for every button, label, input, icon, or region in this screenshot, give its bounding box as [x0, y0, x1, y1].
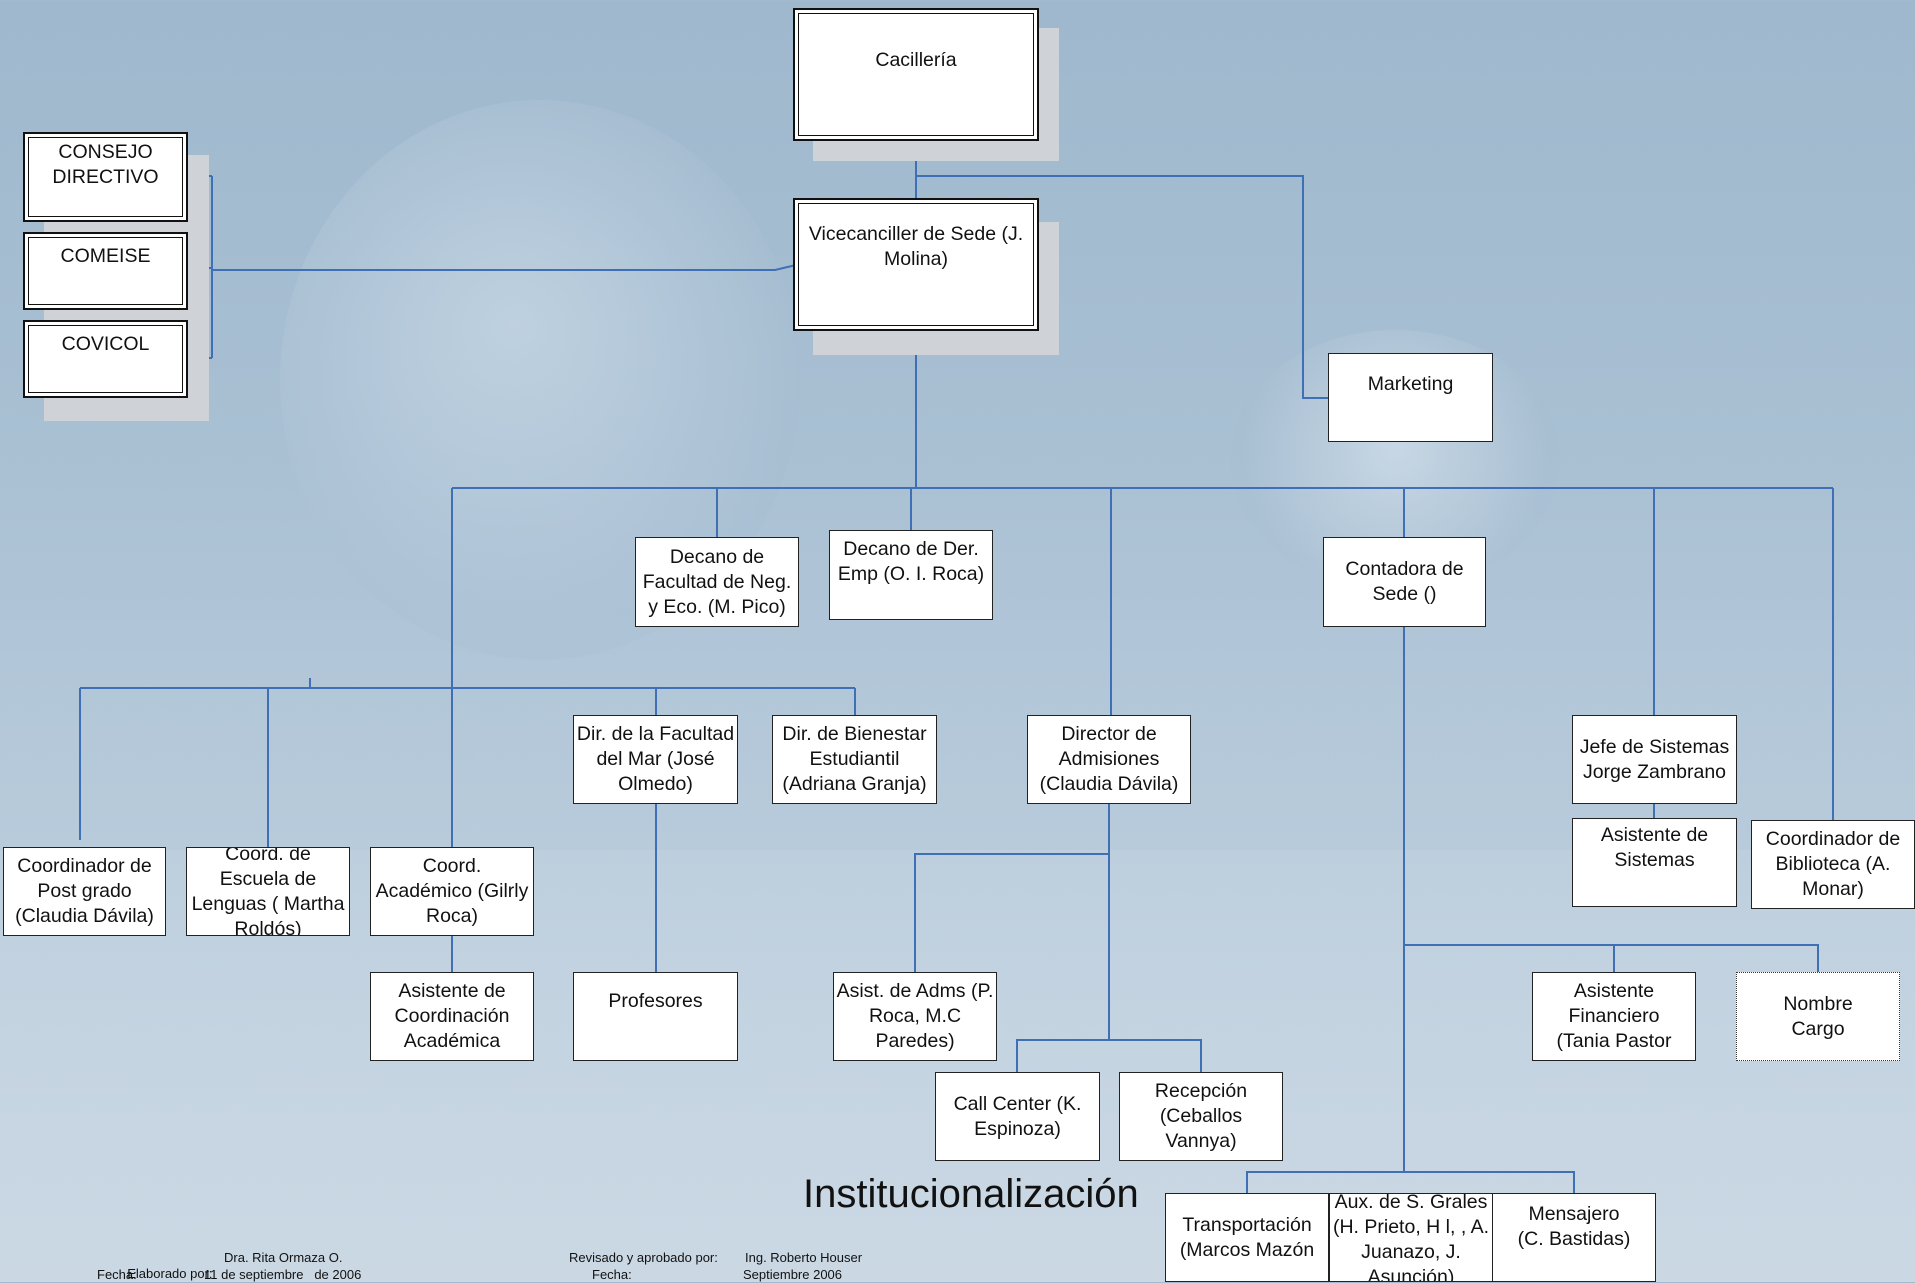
node-recepcion: Recepción (Ceballos Vannya) [1119, 1072, 1283, 1161]
node-marketing: Marketing [1328, 353, 1493, 442]
node-dir-mar: Dir. de la Facultad del Mar (José Olmedo… [573, 715, 738, 804]
node-vicecanciller: Vicecanciller de Sede (J. Molina) [793, 198, 1039, 331]
footer-fecha2-value: Septiembre 2006 [743, 1267, 843, 1282]
node-coord-postgrado: Coordinador de Post grado (Claudia Dávil… [3, 847, 166, 936]
node-nombre-cargo-label: Nombre Cargo [1783, 992, 1853, 1040]
node-nombre-cargo: Nombre Cargo [1736, 972, 1900, 1061]
node-recepcion-label: Recepción (Ceballos Vannya) [1154, 1080, 1248, 1152]
node-coord-lenguas-label: Coord. de Escuela de Lenguas ( Martha Ro… [191, 847, 345, 936]
node-decano-der-label: Decano de Der. Emp (O. I. Roca) [837, 538, 985, 585]
node-decano-neg-label: Decano de Facultad de Neg. y Eco. (M. Pi… [642, 545, 792, 618]
node-asist-coord-academica: Asistente de Coordinación Académica [370, 972, 534, 1061]
node-asist-adms: Asist. de Adms (P. Roca, M.C Paredes) [833, 972, 997, 1061]
node-consejo-directivo: CONSEJO DIRECTIVO [23, 132, 188, 222]
footer-fecha1-value: 11 de septiembre de 2006 [204, 1267, 362, 1282]
node-aux-grales-label: Aux. de S. Grales (H. Prieto, H l, , A. … [1332, 1193, 1490, 1282]
footer-fecha2-label: Fecha: [592, 1267, 632, 1282]
node-cacilleria: Cacillería [793, 8, 1039, 141]
footer-revisado-label: Revisado y aprobado por: [569, 1250, 718, 1265]
node-aux-grales: Aux. de S. Grales (H. Prieto, H l, , A. … [1329, 1193, 1493, 1282]
node-call-center-label: Call Center (K. Espinoza) [953, 1092, 1082, 1140]
node-marketing-label: Marketing [1367, 373, 1454, 395]
node-asist-financiero-label: Asistente Financiero (Tania Pastor [1556, 980, 1672, 1052]
node-covicol-label: COVICOL [61, 333, 150, 355]
footer-elaborado: Elaborado por: [120, 1250, 213, 1282]
node-dir-admisiones-label: Director de Admisiones (Claudia Dávila) [1039, 723, 1179, 795]
node-decano-neg: Decano de Facultad de Neg. y Eco. (M. Pi… [635, 537, 799, 627]
node-jefe-sistemas-label: Jefe de Sistemas Jorge Zambrano [1579, 735, 1730, 783]
node-asistente-sistemas-label: Asistente de Sistemas [1600, 824, 1709, 871]
footer-fecha1-label: Fecha: [97, 1267, 137, 1282]
footer-elaborado-value: Dra. Rita Ormaza O. [224, 1250, 343, 1265]
node-asist-coord-academica-label: Asistente de Coordinación Académica [394, 980, 510, 1052]
footer-revisado-value: Ing. Roberto Houser [745, 1250, 863, 1265]
node-contadora-label: Contadora de Sede () [1345, 558, 1464, 605]
node-vicecanciller-label: Vicecanciller de Sede (J. Molina) [808, 223, 1024, 270]
node-asist-financiero: Asistente Financiero (Tania Pastor [1532, 972, 1696, 1061]
node-coord-academico-label: Coord. Académico (Gilrly Roca) [375, 855, 529, 927]
node-covicol: COVICOL [23, 320, 188, 398]
node-coord-biblioteca: Coordinador de Biblioteca (A. Monar) [1751, 820, 1915, 909]
node-contadora: Contadora de Sede () [1323, 537, 1486, 627]
node-dir-bienestar: Dir. de Bienestar Estudiantil (Adriana G… [772, 715, 937, 804]
node-mensajero: Mensajero (C. Bastidas) [1492, 1193, 1656, 1282]
node-asist-adms-label: Asist. de Adms (P. Roca, M.C Paredes) [836, 980, 994, 1052]
node-profesores-label: Profesores [608, 990, 703, 1012]
node-call-center: Call Center (K. Espinoza) [935, 1072, 1100, 1161]
node-decano-der: Decano de Der. Emp (O. I. Roca) [829, 530, 993, 620]
node-coord-lenguas: Coord. de Escuela de Lenguas ( Martha Ro… [186, 847, 350, 936]
node-asistente-sistemas: Asistente de Sistemas [1572, 818, 1737, 907]
footer-elaborado-label: Elaborado por: [127, 1266, 213, 1281]
node-cacilleria-label: Cacillería [875, 49, 957, 71]
page-title: Institucionalización [803, 1172, 1139, 1216]
node-dir-bienestar-label: Dir. de Bienestar Estudiantil (Adriana G… [782, 723, 927, 795]
node-profesores: Profesores [573, 972, 738, 1061]
node-coord-academico: Coord. Académico (Gilrly Roca) [370, 847, 534, 936]
node-consejo-label: CONSEJO DIRECTIVO [52, 141, 159, 188]
node-transportacion: Transportación (Marcos Mazón [1165, 1193, 1329, 1282]
node-jefe-sistemas: Jefe de Sistemas Jorge Zambrano [1572, 715, 1737, 804]
node-dir-admisiones: Director de Admisiones (Claudia Dávila) [1027, 715, 1191, 804]
node-dir-mar-label: Dir. de la Facultad del Mar (José Olmedo… [576, 723, 735, 795]
node-coord-postgrado-label: Coordinador de Post grado (Claudia Dávil… [15, 855, 154, 927]
node-coord-biblioteca-label: Coordinador de Biblioteca (A. Monar) [1765, 828, 1901, 900]
node-comeise-label: COMEISE [60, 245, 151, 267]
node-mensajero-label: Mensajero (C. Bastidas) [1517, 1203, 1631, 1250]
node-transportacion-label: Transportación (Marcos Mazón [1179, 1213, 1315, 1261]
node-comeise: COMEISE [23, 232, 188, 310]
